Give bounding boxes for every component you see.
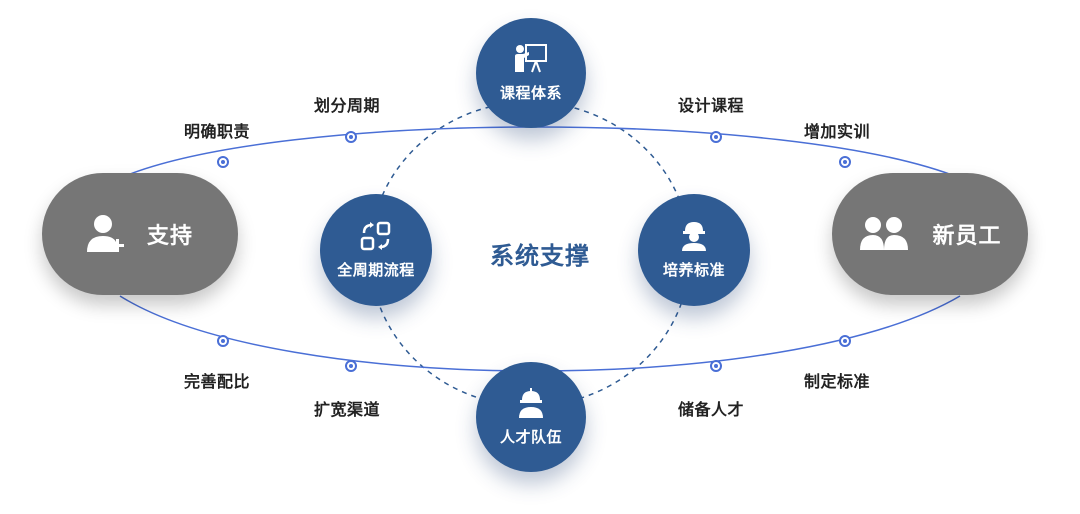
full-cycle-label: 全周期流程 xyxy=(337,260,415,279)
talent-team-node: 人才队伍 xyxy=(476,362,586,472)
full-cycle-node: 全周期流程 xyxy=(320,194,432,306)
arc-dot xyxy=(710,131,722,143)
lower-tag: 制定标准 xyxy=(804,372,871,391)
course-system-node: 课程体系 xyxy=(476,18,586,128)
upper-tag: 明确职责 xyxy=(184,122,251,141)
talent-team-label: 人才队伍 xyxy=(499,427,562,446)
arc-dot xyxy=(839,156,851,168)
arc-dot xyxy=(345,360,357,372)
arc-dot xyxy=(345,131,357,143)
new-employee-pill: 新员工 xyxy=(832,173,1028,295)
support-label: 支持 xyxy=(146,224,193,249)
training-standard-label: 培养标准 xyxy=(662,260,725,279)
upper-tag: 划分周期 xyxy=(314,96,381,115)
course-system-label: 课程体系 xyxy=(499,83,562,102)
upper-tag: 设计课程 xyxy=(678,96,745,115)
presentation-icon xyxy=(515,43,547,72)
lower-arc xyxy=(119,295,961,372)
arc-dot xyxy=(217,156,229,168)
lower-tag: 储备人才 xyxy=(678,400,745,419)
helmet-person-icon xyxy=(519,387,543,418)
center-title: 系统支撑 xyxy=(490,242,590,270)
arc-dot xyxy=(839,335,851,347)
support-pill: 支持 xyxy=(42,173,238,295)
arc-dot xyxy=(710,360,722,372)
lower-tag: 完善配比 xyxy=(184,372,251,391)
upper-tag: 增加实训 xyxy=(804,122,871,141)
add-user-icon xyxy=(86,215,124,252)
worker-icon xyxy=(682,221,706,251)
group-icon xyxy=(860,217,909,250)
training-standard-node: 培养标准 xyxy=(638,194,750,306)
arc-dot xyxy=(217,335,229,347)
cycle-icon xyxy=(360,221,391,250)
lower-tag: 扩宽渠道 xyxy=(314,400,381,419)
new-employee-label: 新员工 xyxy=(932,224,1002,249)
